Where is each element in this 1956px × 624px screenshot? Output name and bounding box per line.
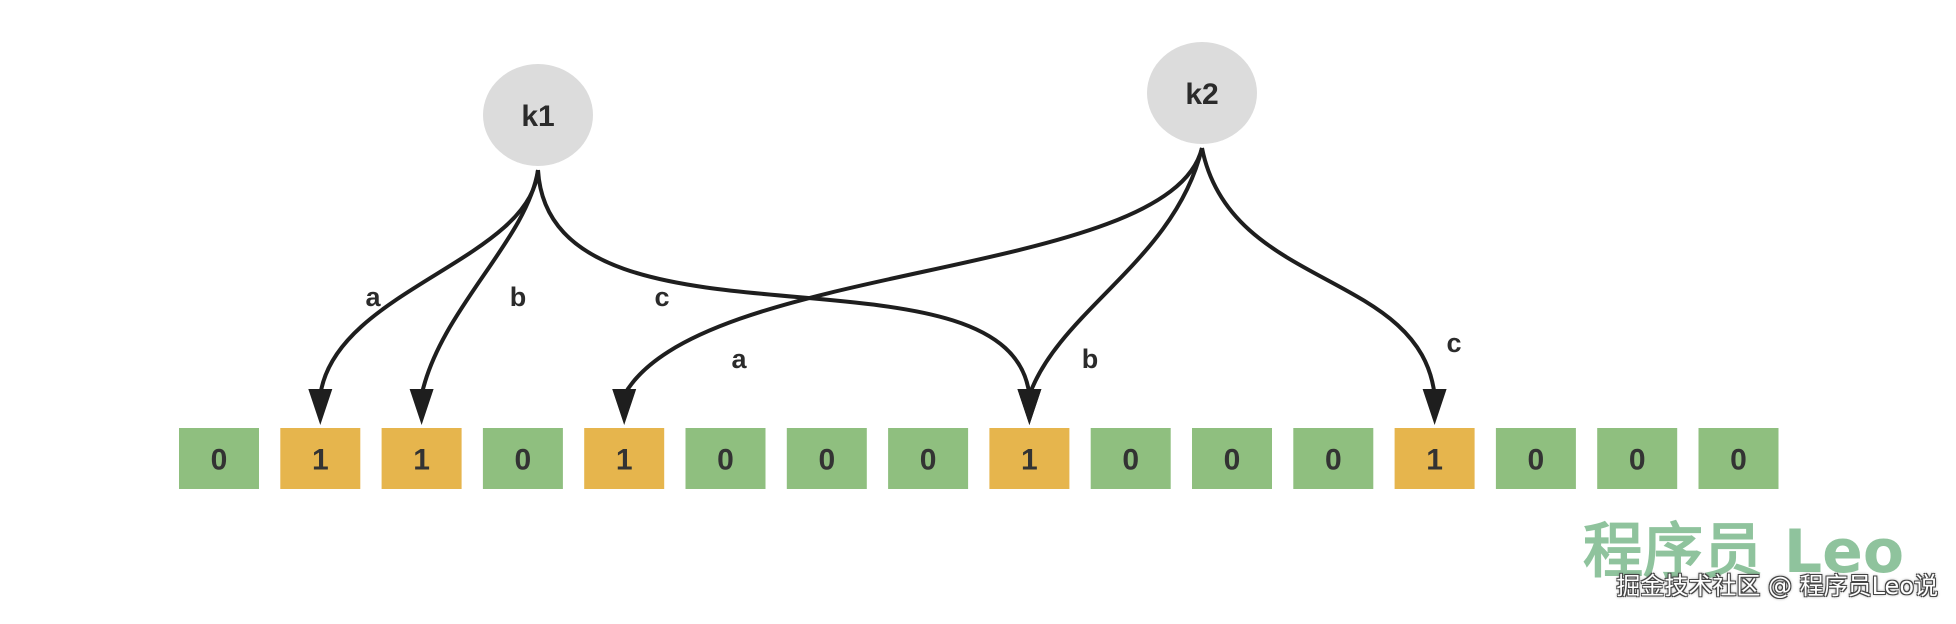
bit-cell-12: 1 — [1394, 428, 1475, 489]
bit-cell-value: 0 — [818, 444, 835, 477]
arrowhead-icon — [1422, 389, 1447, 425]
bit-cell-box — [1597, 428, 1678, 489]
bit-cell-9: 0 — [1090, 428, 1171, 489]
bit-cell-value: 0 — [211, 444, 228, 477]
edge-label: c — [1446, 328, 1461, 358]
edge-curve — [419, 169, 540, 396]
hash-edge-k1-c: c — [536, 169, 1042, 425]
key-node-k2-circle — [1147, 42, 1257, 144]
hash-edge-k2-a: a — [612, 147, 1204, 425]
bit-cell-box — [584, 428, 665, 489]
hash-edge-k2-c: c — [1200, 147, 1462, 425]
bit-cell-box — [1090, 428, 1171, 489]
bit-cell-box — [685, 428, 766, 489]
arrowhead-icon — [308, 389, 333, 425]
bit-cell-box — [1698, 428, 1779, 489]
bit-cell-value: 1 — [1021, 444, 1038, 477]
watermark-logo: 程序员 Leo — [1583, 517, 1905, 587]
bit-cell-box — [989, 428, 1070, 489]
edge-curve — [536, 169, 1032, 396]
arrowhead-icon — [1017, 389, 1042, 425]
bit-cell-7: 0 — [888, 428, 969, 489]
bit-cell-box — [482, 428, 563, 489]
bit-cell-value: 0 — [1122, 444, 1139, 477]
bit-cell-value: 1 — [1426, 444, 1443, 477]
edge-curve — [1200, 147, 1437, 396]
arrowhead-icon — [409, 389, 434, 425]
key-node-k2-label: k2 — [1185, 78, 1218, 111]
bit-cell-value: 0 — [1528, 444, 1545, 477]
watermark-source: 掘金技术社区 @ 程序员Leo说 — [1616, 572, 1938, 600]
bit-cell-value: 0 — [1224, 444, 1241, 477]
bit-cell-box — [1394, 428, 1475, 489]
bit-cell-10: 0 — [1192, 428, 1272, 489]
bit-cell-6: 0 — [786, 428, 867, 489]
bit-cell-value: 0 — [515, 444, 532, 477]
bit-cell-value: 1 — [312, 444, 329, 477]
key-node-k2: k2 — [1147, 42, 1257, 144]
bit-cell-value: 1 — [413, 444, 430, 477]
bit-cell-value: 0 — [920, 444, 937, 477]
bit-cell-value: 0 — [1325, 444, 1342, 477]
bit-cell-5: 0 — [685, 428, 766, 489]
key-node-k1: k1 — [483, 64, 593, 166]
bit-cell-4: 1 — [584, 428, 665, 489]
edge-label: b — [1082, 344, 1099, 374]
bit-cell-box — [1495, 428, 1576, 489]
bit-cell-box — [1293, 428, 1374, 489]
bit-cell-value: 1 — [616, 444, 633, 477]
edge-label: c — [654, 282, 669, 312]
bit-cell-box — [888, 428, 969, 489]
bit-cell-11: 0 — [1293, 428, 1374, 489]
bit-cell-box — [280, 428, 361, 489]
edge-label: a — [731, 344, 747, 374]
bit-cell-box — [381, 428, 462, 489]
bit-cell-value: 0 — [1730, 444, 1747, 477]
edge-curve — [1027, 147, 1204, 396]
bit-cell-14: 0 — [1597, 428, 1678, 489]
hash-edge-k2-b: b — [1017, 147, 1204, 425]
key-node-k1-label: k1 — [521, 100, 554, 133]
bit-cell-15: 0 — [1698, 428, 1779, 489]
hash-edge-k1-b: b — [409, 169, 540, 425]
bit-cell-box — [1192, 428, 1272, 489]
edge-label: a — [365, 282, 381, 312]
bit-cell-value: 0 — [717, 444, 734, 477]
bit-cell-2: 1 — [381, 428, 462, 489]
bit-cell-3: 0 — [482, 428, 563, 489]
bit-cell-1: 1 — [280, 428, 361, 489]
bit-cell-box — [786, 428, 867, 489]
bit-cell-0: 0 — [179, 428, 259, 489]
bit-cell-13: 0 — [1495, 428, 1576, 489]
edge-curve — [622, 147, 1204, 396]
edge-curve — [318, 169, 540, 396]
arrowhead-icon — [612, 389, 637, 425]
key-node-k1-circle — [483, 64, 593, 166]
bit-cell-box — [179, 428, 259, 489]
bit-cell-value: 0 — [1629, 444, 1646, 477]
edge-label: b — [510, 282, 527, 312]
bit-cell-8: 1 — [989, 428, 1070, 489]
